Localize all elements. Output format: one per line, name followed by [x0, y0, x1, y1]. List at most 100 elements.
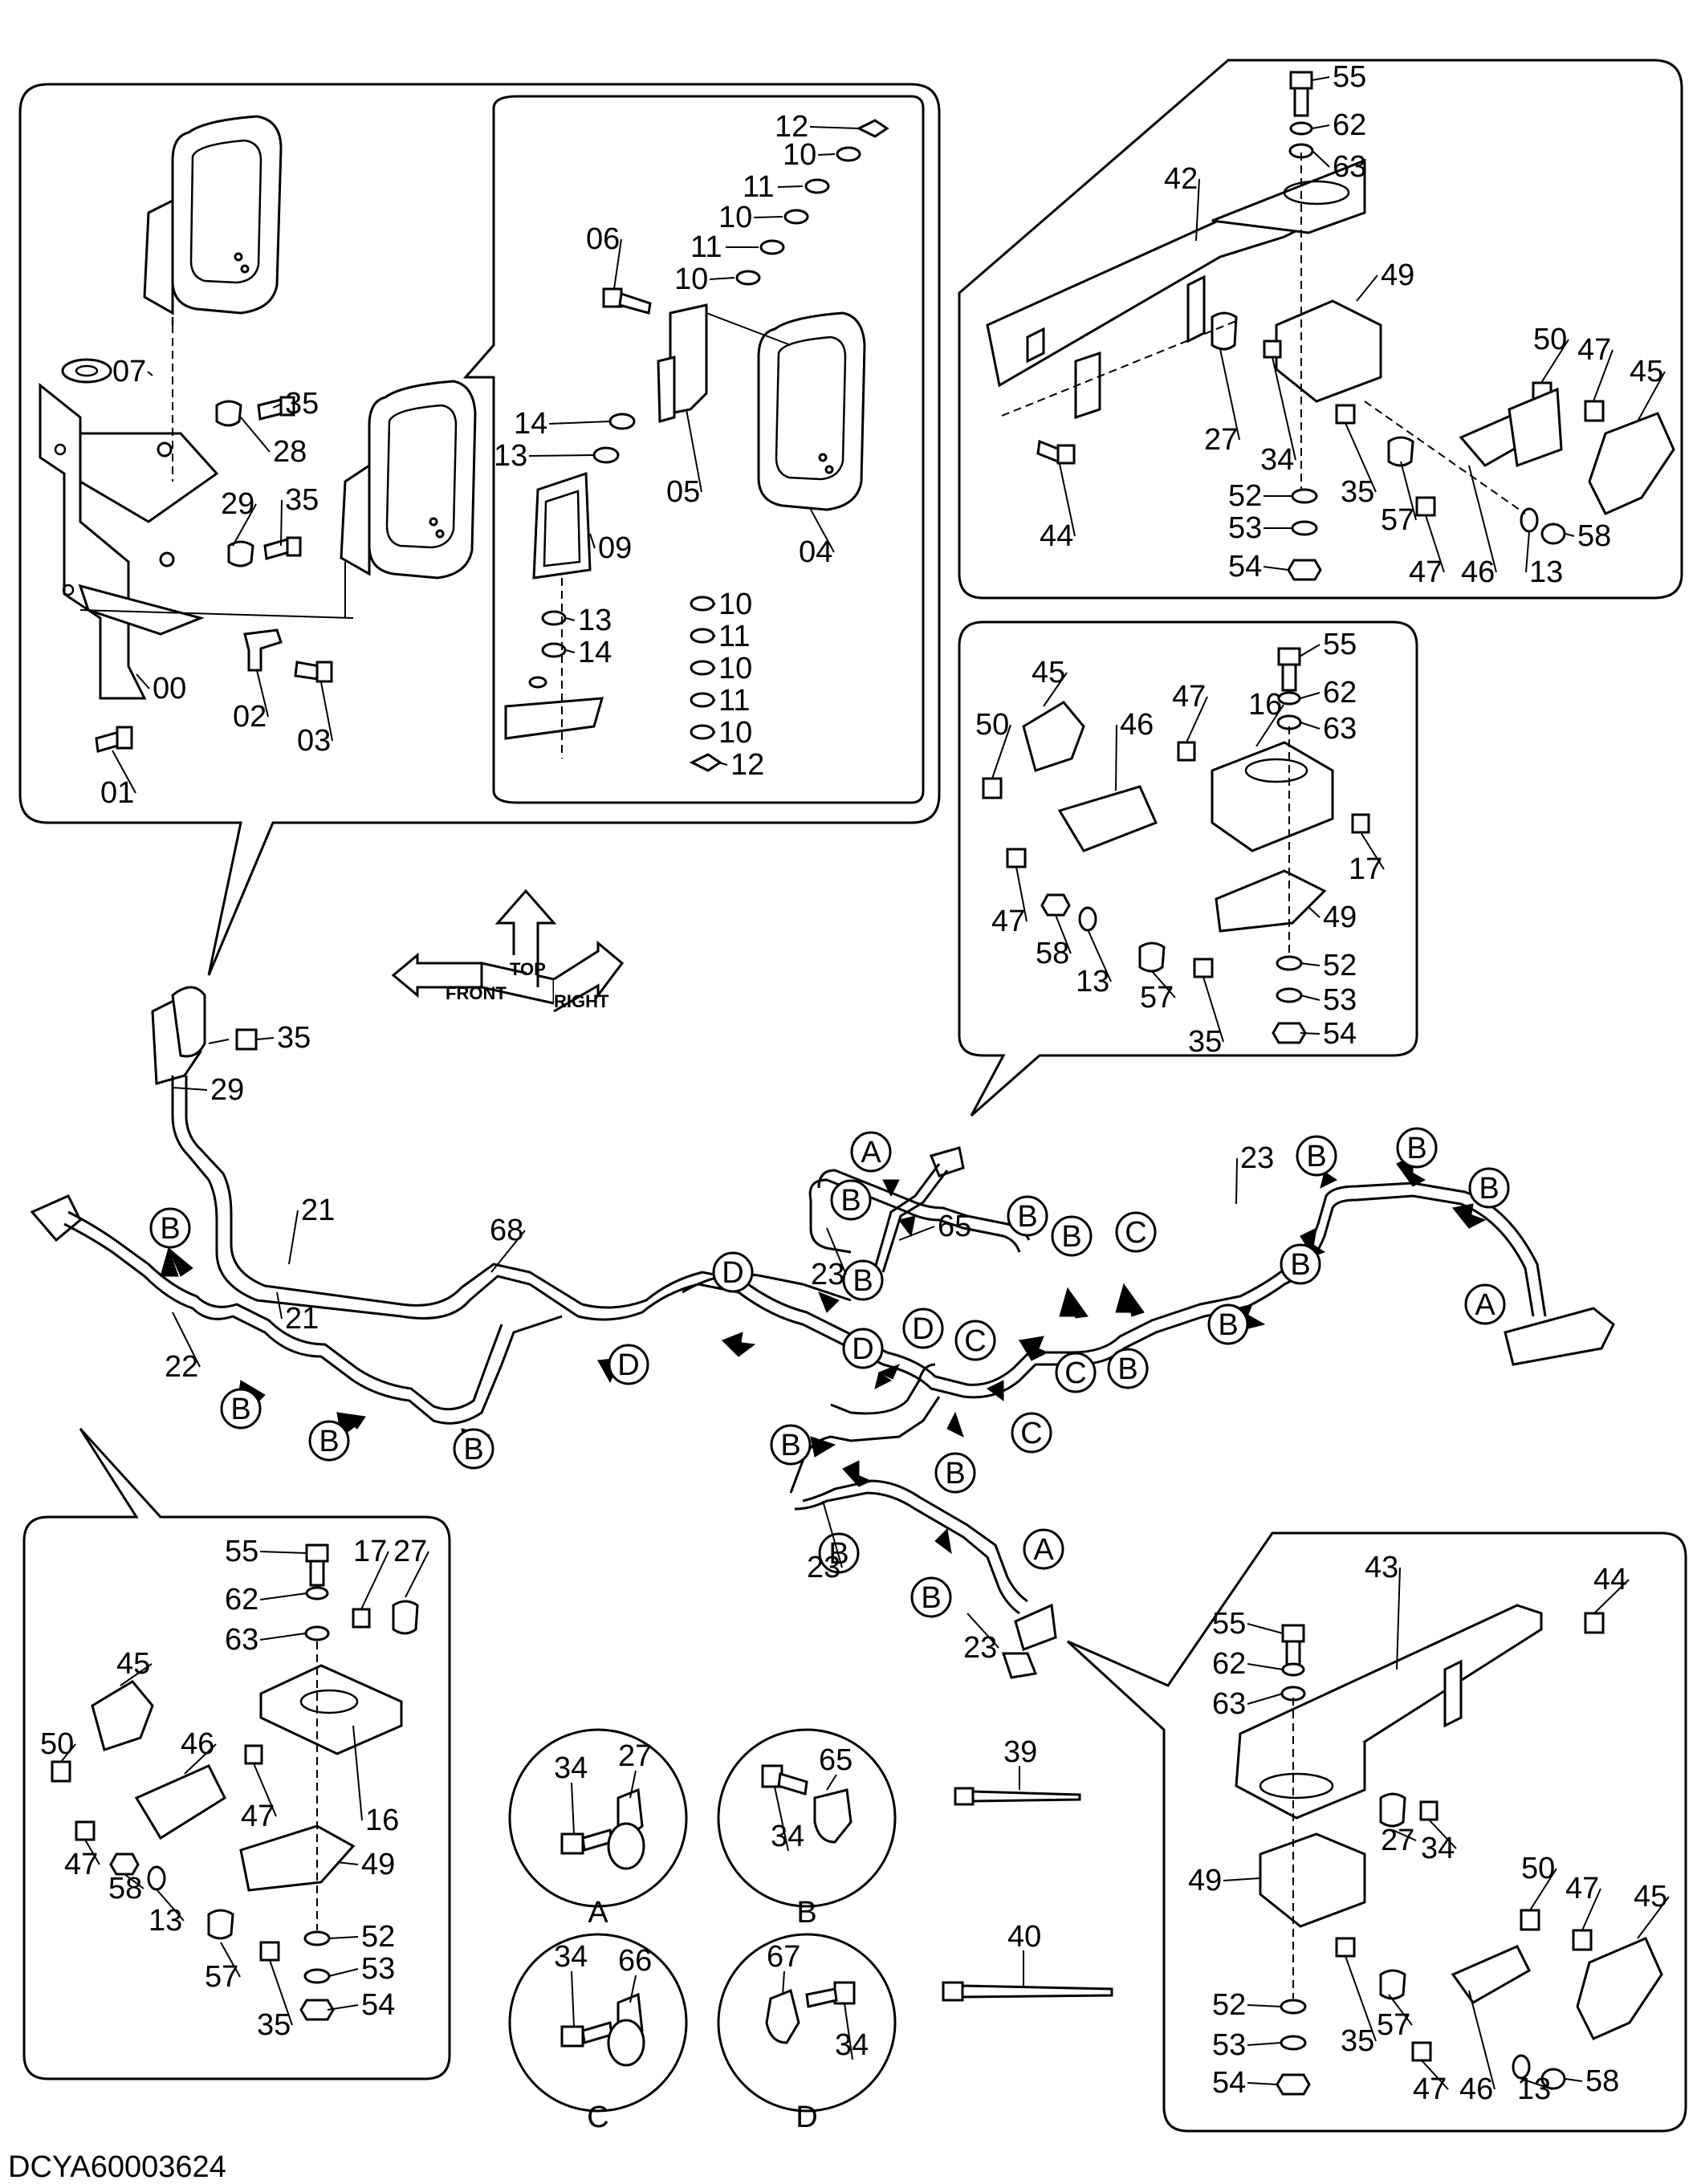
leader-line	[1300, 962, 1321, 966]
part-number-label: 16	[1248, 688, 1282, 722]
leader-line	[336, 1861, 359, 1865]
bracket-49-tr	[1275, 299, 1382, 403]
leader-line	[269, 1959, 293, 2026]
svg-text:B: B	[853, 1264, 873, 1298]
part-number-label: 50	[1533, 323, 1567, 356]
leader-line	[259, 1592, 307, 1600]
part-number-label: 62	[1333, 108, 1366, 142]
part-number-label: 06	[586, 222, 620, 256]
leader-line	[1015, 866, 1028, 922]
part-number-label: 50	[975, 708, 1009, 742]
leader-line	[124, 1873, 144, 1889]
harness-connector-bottom	[1014, 1603, 1057, 1651]
svg-text:B: B	[1017, 1200, 1037, 1234]
detail-part-number: 27	[618, 1739, 652, 1773]
bolt-35a	[257, 396, 295, 421]
leader-line	[1468, 465, 1497, 573]
leader-line	[1593, 349, 1614, 402]
detail-part-number: 34	[554, 1940, 588, 1974]
part-number-label: 47	[1409, 555, 1443, 589]
bolt-35-tr	[1335, 404, 1356, 425]
part-number-label: 10	[718, 716, 752, 750]
leader-line	[817, 153, 836, 156]
detail-circle-c	[508, 1933, 688, 2113]
svg-text:B: B	[1290, 1248, 1310, 1282]
svg-text:B: B	[840, 1184, 861, 1218]
part-number-label: 23	[963, 1631, 997, 1665]
leader-line	[1300, 722, 1321, 730]
part-number-label: 58	[1585, 2064, 1619, 2098]
part-number-label: 45	[1032, 656, 1065, 689]
bracket-49-bl	[239, 1824, 356, 1892]
leader-line	[571, 1782, 575, 1835]
cable-ties	[942, 1766, 1113, 2002]
part-number-label: 45	[1634, 1880, 1667, 1914]
leader-line	[777, 185, 804, 188]
panel-bottom-right-frame	[1066, 1531, 1687, 2133]
bolt-44-br	[1584, 1612, 1605, 1634]
part-number-label: 11	[718, 684, 750, 718]
part-number-label: 52	[361, 1920, 395, 1954]
leader-line	[1312, 124, 1330, 129]
part-number-label: 53	[1228, 511, 1262, 545]
part-number-label: 13	[1076, 965, 1109, 998]
leader-line	[714, 667, 716, 669]
part-number-label: 21	[301, 1194, 335, 1227]
bolt-47-bl-b	[75, 1820, 96, 1841]
leader-line	[1400, 461, 1417, 521]
leader-line	[548, 421, 611, 425]
leader-line	[1308, 906, 1321, 918]
bracket-16-bl	[259, 1664, 403, 1755]
part-number-label: 47	[1172, 680, 1206, 714]
leader-line	[1565, 2078, 1583, 2082]
leader-line	[1520, 2078, 1553, 2090]
part-number-label: 13	[1529, 555, 1563, 589]
drawing-code: DCYA60003624	[8, 2150, 226, 2184]
leader-line	[1186, 696, 1208, 743]
part-number-label: 35	[1341, 475, 1374, 509]
detail-circle-d	[717, 1933, 897, 2113]
direction-top-label: TOP	[510, 959, 546, 979]
leader-line	[991, 724, 1011, 779]
direction-front-label: FRONT	[446, 983, 507, 1003]
part-number-label: 13	[494, 439, 527, 473]
leader-line	[84, 1839, 100, 1865]
panel-bottom-left-frame	[22, 1427, 451, 2080]
leader-line	[259, 1551, 307, 1554]
leader-line	[1059, 463, 1076, 537]
harness-callouts: B B B B D D A B B D D C B B C C B C B B …	[149, 1127, 1510, 1618]
part-number-label: 35	[1188, 1025, 1222, 1059]
detail-part-number: 65	[819, 1743, 853, 1777]
leader-line	[184, 1743, 217, 1775]
leader-line	[232, 503, 257, 547]
leader-line	[714, 731, 716, 734]
part-number-label: 63	[1333, 150, 1366, 184]
bolt-47-br-b	[1411, 2041, 1432, 2062]
part-number-label: 35	[285, 483, 319, 517]
plate-46-br	[1451, 1945, 1531, 2004]
leader-line	[565, 649, 576, 653]
leader-line	[1360, 832, 1385, 870]
part-number-label: 49	[1381, 258, 1414, 292]
cable-tie-number: 39	[1003, 1735, 1037, 1769]
wire-harness: B B B B D D A B B D D C B B C C B C B B …	[30, 986, 1615, 1679]
svg-text:B: B	[1479, 1172, 1499, 1206]
svg-text:B: B	[463, 1433, 483, 1466]
leader-line	[1421, 2060, 1449, 2090]
part-number-label: 00	[153, 672, 186, 706]
leader-line	[844, 2003, 853, 2060]
part-number-label: 29	[210, 1073, 244, 1107]
harness-connector-left	[30, 1194, 82, 1242]
detail-part-number: 66	[618, 1944, 652, 1978]
leader-line	[490, 1230, 526, 1273]
part-number-label: 62	[1212, 1647, 1246, 1681]
svg-text:D: D	[852, 1332, 873, 1366]
leader-line	[328, 1968, 359, 1977]
svg-text:A: A	[1033, 1533, 1054, 1567]
leader-line	[629, 1975, 637, 2003]
cab-light-bracket-mid	[982, 647, 1370, 1044]
leader-line	[360, 1551, 389, 1610]
leader-line	[1637, 371, 1666, 422]
leader-line	[1581, 1888, 1601, 1931]
bolt-35-bl	[259, 1941, 280, 1962]
